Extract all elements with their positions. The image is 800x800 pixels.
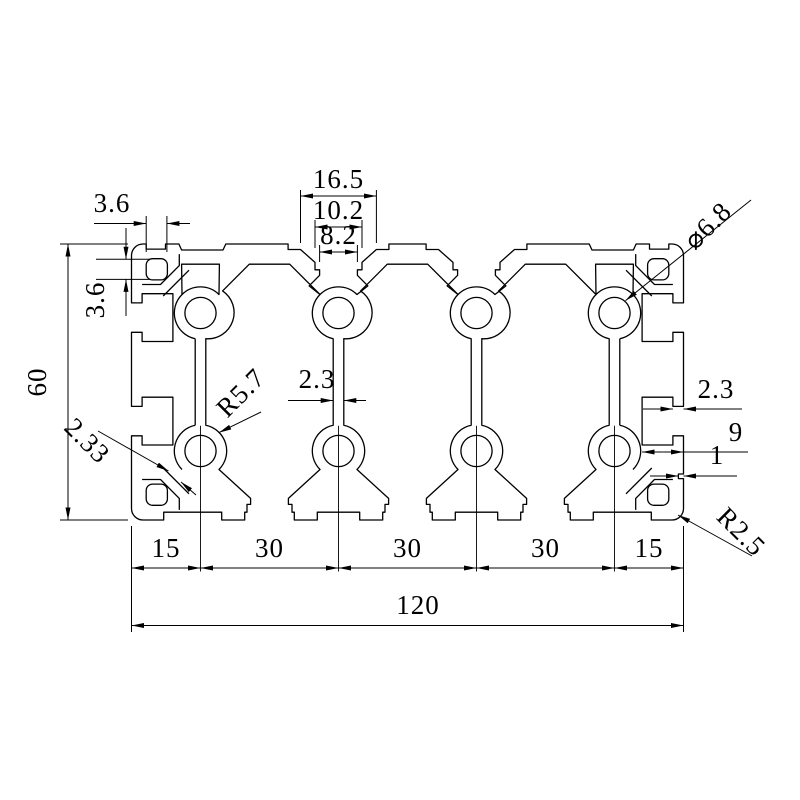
dim-height: 60 bbox=[22, 368, 52, 397]
profile-inner-path bbox=[625, 467, 653, 495]
dim-corner-notch-w: 3.6 bbox=[94, 188, 131, 218]
dim-line bbox=[677, 514, 753, 557]
corner-screw-hole bbox=[646, 483, 670, 506]
dim-slot-mid: 10.2 bbox=[313, 195, 364, 225]
profile-inner-path bbox=[142, 478, 180, 510]
profile-inner-path bbox=[180, 263, 221, 296]
dim-slot-outer: 16.5 bbox=[313, 164, 364, 194]
corner-screw-hole bbox=[145, 483, 169, 506]
dim-bottom-seg-0: 15 bbox=[152, 533, 181, 563]
dim-line bbox=[218, 411, 262, 434]
corner-screw-hole bbox=[646, 258, 670, 281]
dim-side-lip: 2.3 bbox=[698, 374, 735, 404]
dim-corner-notch-h: 3.6 bbox=[80, 282, 110, 319]
dim-side-depth: 9 bbox=[729, 417, 744, 447]
centerlines bbox=[200, 425, 615, 572]
profile-inner-path bbox=[619, 424, 642, 470]
dim-web: 2.3 bbox=[299, 364, 336, 394]
dim-line bbox=[625, 199, 752, 301]
bore-hole bbox=[598, 296, 631, 330]
dim-line bbox=[180, 481, 197, 496]
dim-line bbox=[97, 430, 169, 472]
dim-slot-mouth: 8.2 bbox=[320, 220, 357, 250]
profile-inner-path bbox=[162, 269, 190, 297]
dim-bottom-seg-1: 30 bbox=[255, 533, 284, 563]
profile-inner-path bbox=[635, 254, 673, 286]
corner-screw-hole bbox=[145, 258, 169, 281]
bore-hole bbox=[322, 296, 355, 330]
profile-inner-path bbox=[635, 478, 673, 510]
profile-inner-path bbox=[173, 424, 196, 470]
profile-inner-path bbox=[625, 269, 653, 297]
profile-inner-path bbox=[142, 254, 180, 286]
dim-bottom-seg-3: 30 bbox=[531, 533, 560, 563]
bore-hole bbox=[184, 296, 217, 330]
dim-bottom-seg-4: 15 bbox=[635, 533, 664, 563]
profile-outer-path bbox=[130, 243, 685, 521]
profile-inner-path bbox=[619, 294, 642, 340]
dim-bottom-seg-2: 30 bbox=[393, 533, 422, 563]
bore-hole bbox=[460, 296, 493, 330]
dim-width: 120 bbox=[396, 590, 440, 620]
dim-side-tab: 1 bbox=[710, 440, 725, 470]
profile-inner-path bbox=[173, 294, 196, 340]
